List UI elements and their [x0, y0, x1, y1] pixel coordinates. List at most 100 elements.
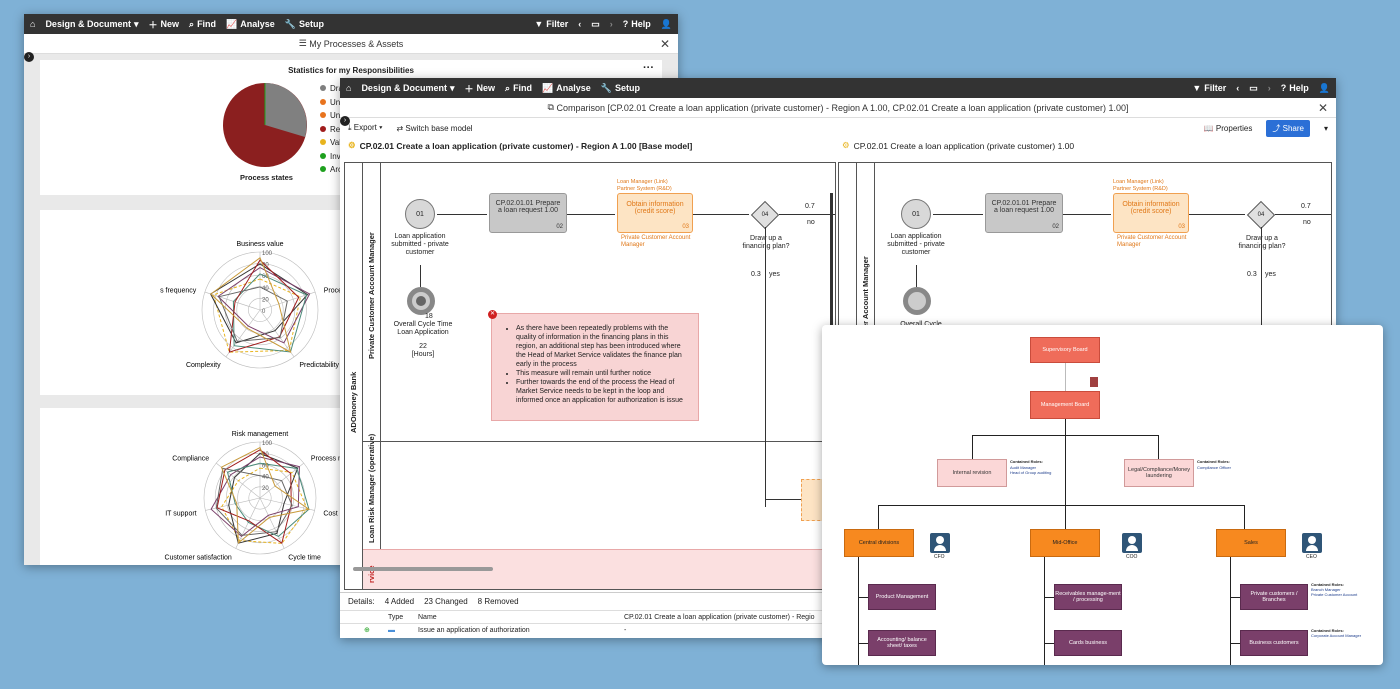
coo-label: COO	[1126, 554, 1138, 560]
help-button[interactable]: ? Help	[622, 19, 651, 29]
window-icon-2[interactable]: ▭	[1249, 82, 1258, 93]
cards-business[interactable]: Cards business	[1054, 630, 1122, 656]
new-menu-2[interactable]: ＋ New	[464, 83, 496, 94]
radar-series-line[interactable]	[226, 462, 310, 537]
change-note[interactable]: ✕ As there have been repeatedly problems…	[488, 310, 699, 421]
cycle-time-icon[interactable]	[407, 287, 435, 315]
find-menu[interactable]: ⌕ Find	[189, 18, 217, 30]
removed-count[interactable]: 8 Removed	[477, 597, 519, 606]
legend-item[interactable]: Vali	[320, 136, 345, 150]
filter-button-2[interactable]: ▼ Filter	[1192, 83, 1227, 93]
filter-button[interactable]: ▼ Filter	[534, 19, 569, 29]
central-divisions[interactable]: Central divisions	[844, 529, 914, 557]
product-management[interactable]: Product Management	[868, 584, 936, 610]
radar-series-line[interactable]	[217, 267, 311, 344]
mid-office[interactable]: Mid-Office	[1030, 529, 1100, 557]
help-label: Help	[631, 19, 651, 29]
legend-item[interactable]: Dra	[320, 82, 345, 96]
home-icon[interactable]: ⌂	[30, 19, 36, 29]
radar-series-line[interactable]	[209, 263, 309, 344]
left-diagram[interactable]: ADOmoney Bank Private Customer Account M…	[344, 162, 836, 590]
col-name[interactable]: Name	[418, 613, 437, 621]
back-icon-2[interactable]: ‹	[1236, 83, 1240, 93]
col-model[interactable]: CP.02.01 Create a loan application (priv…	[624, 613, 815, 621]
horizontal-scrollbar[interactable]	[353, 567, 493, 571]
find-menu-2[interactable]: ⌕ Find	[505, 82, 533, 94]
internal-revision[interactable]: Internal revision	[937, 459, 1007, 487]
business-customers[interactable]: Business customers	[1240, 630, 1308, 656]
legend-item[interactable]: Unc	[320, 96, 345, 110]
accounting[interactable]: Accounting/ balance sheet/ taxes	[868, 630, 936, 656]
back-icon[interactable]: ‹	[578, 19, 582, 29]
share-dropdown-icon[interactable]: ▾	[1323, 123, 1328, 133]
supervisory-board[interactable]: Supervisory Board	[1030, 337, 1100, 363]
internal-roles: Audit Manager Head of Group auditing	[1010, 465, 1052, 475]
radar-series-line[interactable]	[228, 259, 300, 353]
coo-avatar[interactable]	[1122, 533, 1142, 553]
window-icon[interactable]: ▭	[591, 18, 600, 29]
right-task-prepare-loan[interactable]: CP.02.01.01 Prepare a loan request 1.00 …	[985, 193, 1063, 233]
sales[interactable]: Sales	[1216, 529, 1286, 557]
user-icon-2[interactable]: 👤	[1318, 82, 1330, 93]
radar-series-line[interactable]	[215, 467, 293, 536]
right-cycle-icon[interactable]	[903, 287, 931, 315]
management-board[interactable]: Management Board	[1030, 391, 1100, 419]
right-task-obtain-information[interactable]: Obtain information (credit score) 03	[1113, 193, 1189, 233]
radar-series-line[interactable]	[210, 257, 292, 354]
changed-count[interactable]: 23 Changed	[424, 597, 468, 606]
private-customers[interactable]: Private customers / Branches	[1240, 584, 1308, 610]
right-task1-label: CP.02.01.01 Prepare a loan request 1.00	[991, 200, 1057, 214]
share-button[interactable]: ⤴ Share	[1266, 119, 1310, 137]
legal-compliance[interactable]: Legal/Compliance/Money laundering	[1124, 459, 1194, 487]
analyse-menu[interactable]: 📈 Analyse	[226, 18, 275, 30]
radar-series-line[interactable]	[212, 278, 301, 353]
added-count[interactable]: 4 Added	[384, 597, 415, 606]
details-summary: Details: 4 Added 23 Changed 8 Removed	[340, 593, 1336, 610]
new-menu[interactable]: ＋ New	[148, 19, 180, 30]
radar-axis-label: Risk management	[232, 431, 288, 438]
setup-menu-2[interactable]: 🔧 Setup	[600, 82, 641, 94]
switch-base-button[interactable]: ⇄ Switch base model	[396, 123, 473, 133]
legend-item[interactable]: Arc	[320, 163, 345, 177]
forward-icon[interactable]: ›	[609, 19, 613, 29]
collapse-icon-2[interactable]: ›	[340, 116, 350, 126]
properties-button[interactable]: 📖 Properties	[1203, 123, 1253, 133]
help-button-2[interactable]: ? Help	[1280, 83, 1309, 93]
collapse-icon[interactable]: ›	[24, 52, 34, 62]
note-item: Further towards the end of the process t…	[516, 378, 690, 405]
gateway-num: 04	[761, 212, 769, 218]
menu-bar: ⌂ Design & Document ▾ ＋ New ⌕ Find 📈 Ana…	[24, 14, 678, 34]
cfo-avatar[interactable]	[930, 533, 950, 553]
radar-series-line[interactable]	[218, 286, 288, 342]
col-type[interactable]: Type	[388, 613, 404, 621]
legend-item[interactable]: Inva	[320, 150, 345, 164]
design-menu-2[interactable]: Design & Document ▾	[361, 82, 455, 94]
task-obtain-information[interactable]: Obtain information (credit score) 03	[617, 193, 693, 233]
setup-menu[interactable]: 🔧 Setup	[284, 18, 325, 30]
more-icon[interactable]: ···	[643, 62, 654, 74]
legend-item[interactable]: Rel	[320, 123, 345, 137]
right-task2-top: Loan Manager (Link) Partner System (R&D)	[1113, 179, 1168, 192]
radar-series-line[interactable]	[216, 449, 292, 545]
start-event[interactable]: 01	[405, 199, 435, 229]
forward-icon-2[interactable]: ›	[1267, 83, 1271, 93]
export-button[interactable]: ⤓ Export ▾	[348, 123, 383, 132]
radar-axis	[204, 291, 261, 311]
analyse-menu-2[interactable]: 📈 Analyse	[542, 82, 591, 94]
radar-axis-label: Customer satisfaction	[164, 555, 231, 562]
ceo-avatar[interactable]	[1302, 533, 1322, 553]
radar-series-line[interactable]	[221, 467, 308, 544]
task-prepare-loan[interactable]: CP.02.01.01 Prepare a loan request 1.00 …	[489, 193, 567, 233]
radar-series-line[interactable]	[228, 452, 299, 544]
right-start-event[interactable]: 01	[901, 199, 931, 229]
home-icon-2[interactable]: ⌂	[346, 83, 352, 93]
table-row[interactable]: ⊕ ▬ Issue an application of authorizatio…	[340, 624, 1336, 636]
user-icon[interactable]: 👤	[660, 18, 672, 29]
design-menu[interactable]: Design & Document ▾	[45, 18, 139, 30]
legend-item[interactable]: Unc	[320, 109, 345, 123]
help-label-2: Help	[1289, 83, 1309, 93]
close-icon-2[interactable]: ✕	[1317, 101, 1328, 115]
close-icon[interactable]: ✕	[659, 37, 670, 51]
radar-series-line[interactable]	[220, 446, 311, 544]
receivables-management[interactable]: Receivables manage-ment / processing	[1054, 584, 1122, 610]
